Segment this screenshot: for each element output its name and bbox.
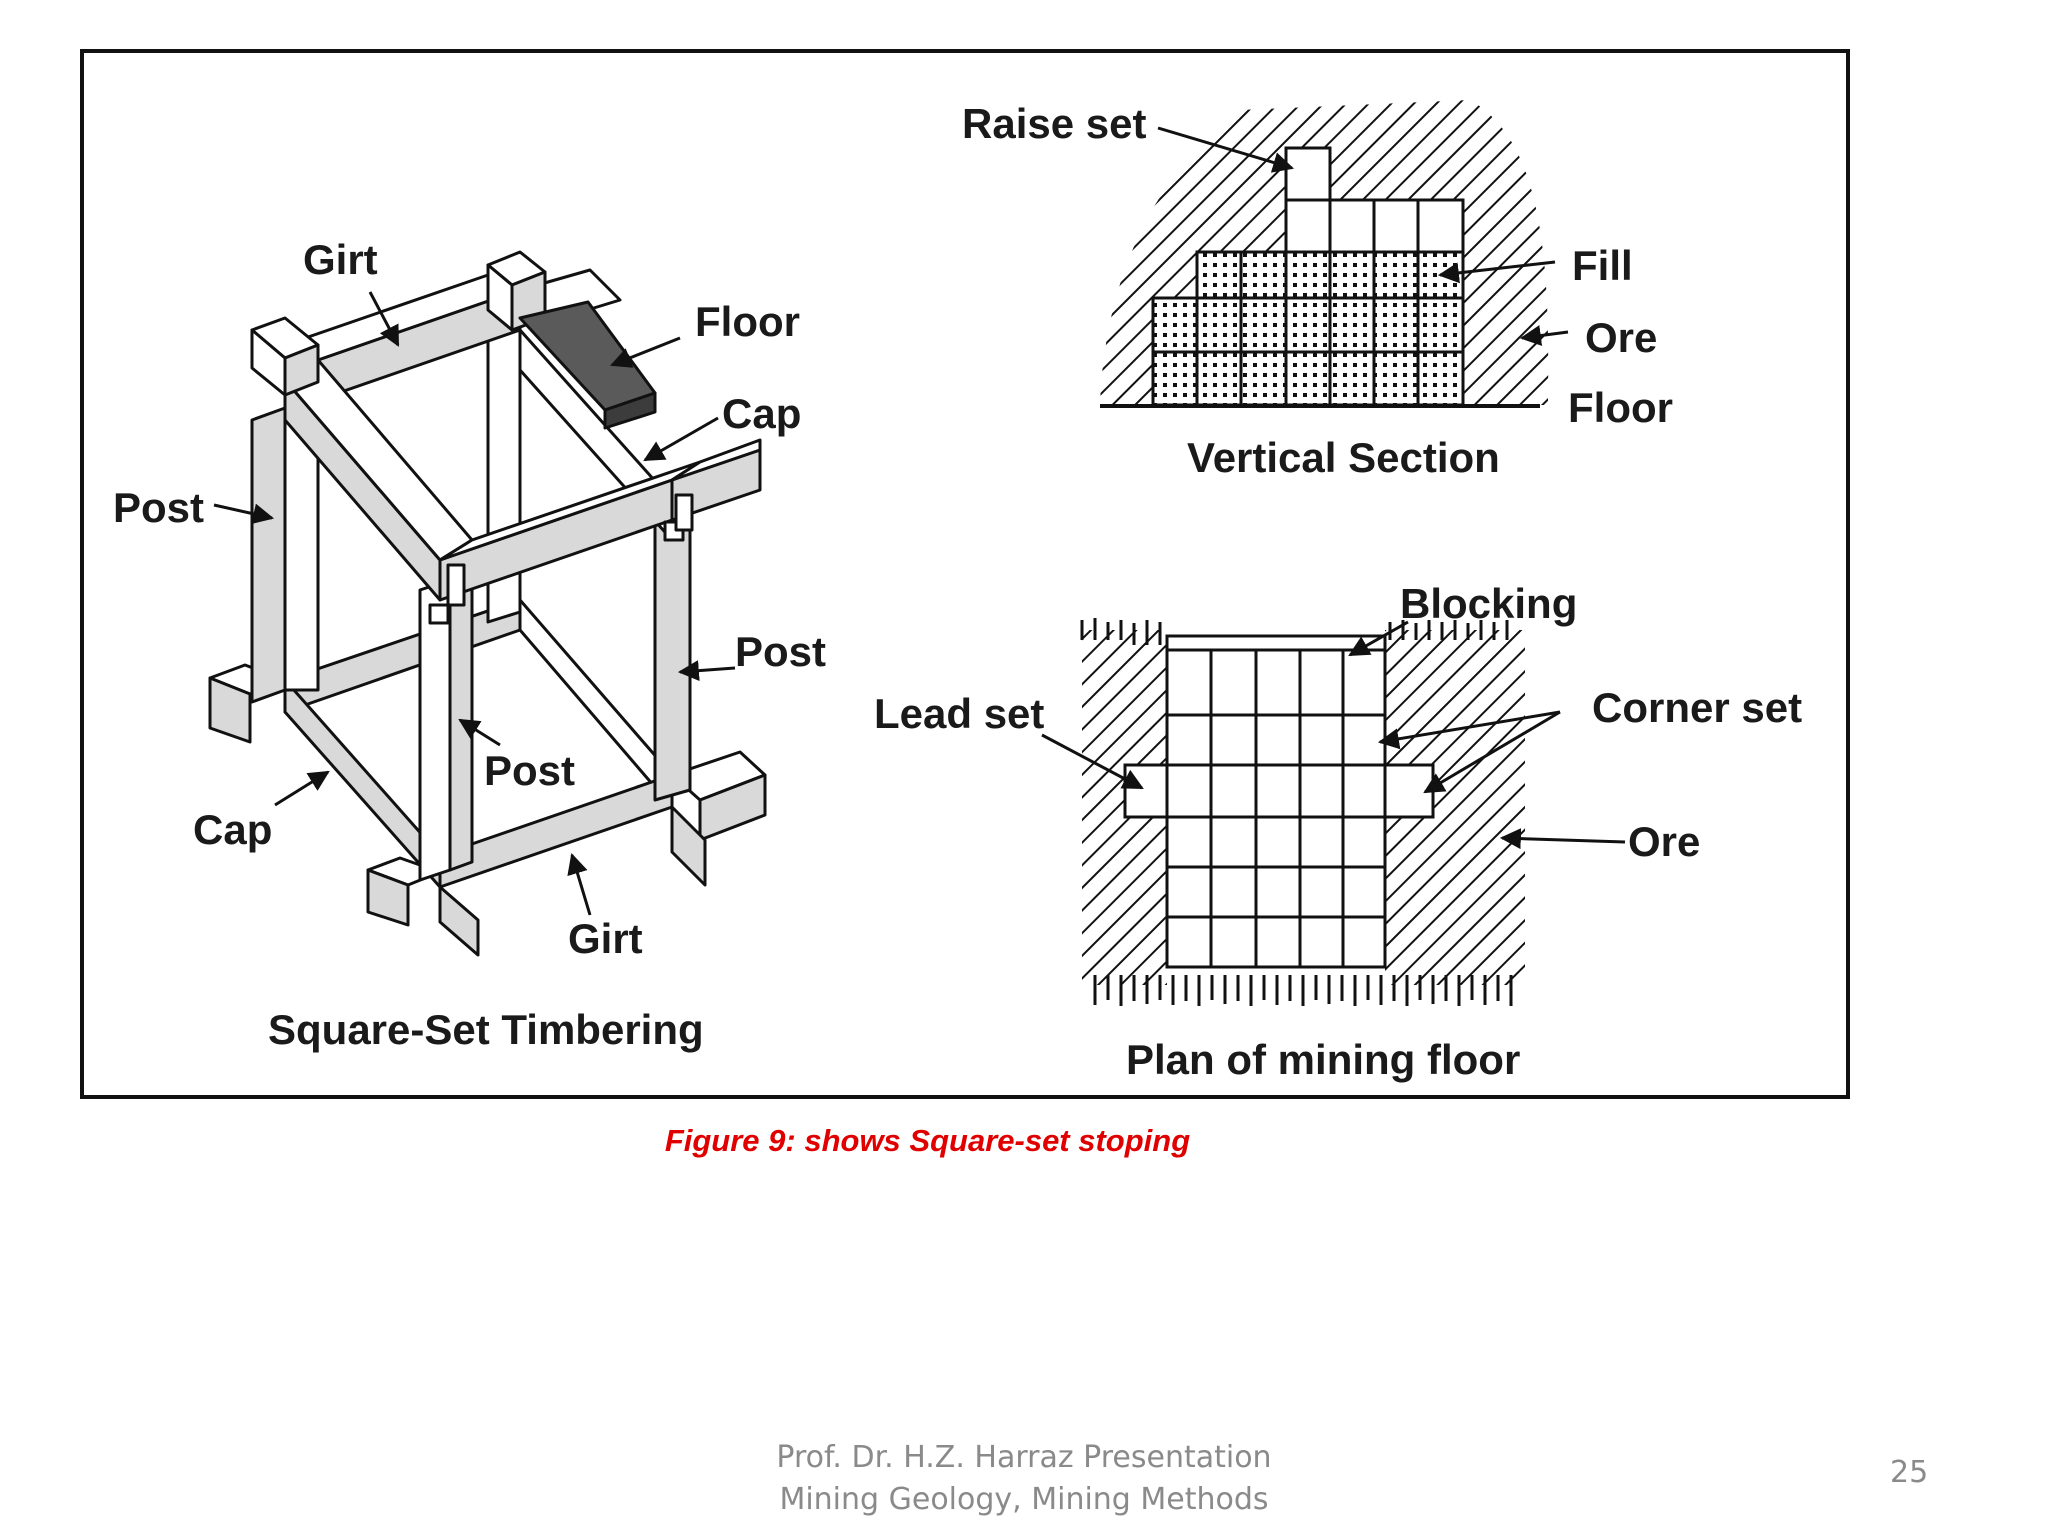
arrow-post-right	[677, 660, 736, 682]
arrow-corner-set-2	[1423, 710, 1561, 794]
post-front-left	[418, 578, 452, 882]
title-square-set-timbering: Square-Set Timbering	[268, 1006, 704, 1053]
label-post-right: Post	[735, 628, 826, 675]
arrow-girt-bottom	[567, 852, 592, 916]
bottom-end-right-face	[698, 773, 767, 842]
label-floor-section: Floor	[1568, 384, 1673, 431]
fill-row-bottom	[1151, 350, 1465, 407]
arrow-post-left	[213, 503, 275, 525]
timbering-diagram	[208, 250, 767, 957]
footer-course: Mining Geology, Mining Methods	[779, 1482, 1269, 1517]
arrow-ore-section	[1519, 325, 1569, 346]
footer-author: Prof. Dr. H.Z. Harraz Presentation	[776, 1440, 1272, 1475]
lead-set	[1123, 763, 1169, 819]
fill-row-middle	[1151, 296, 1465, 354]
plan-ore-bottom-ticks	[1093, 975, 1513, 1006]
fill-grid	[1153, 252, 1463, 405]
label-cap-bottom: Cap	[193, 806, 272, 853]
label-cap-top: Cap	[722, 390, 801, 437]
plan-sets	[1165, 648, 1387, 969]
joint-cleat-front	[446, 563, 466, 607]
label-raise-set: Raise set	[962, 100, 1146, 147]
label-lead-set: Lead set	[874, 690, 1044, 737]
arrow-lead-set	[1041, 733, 1144, 790]
bottom-end-left-face	[208, 676, 252, 744]
slide-footer: Prof. Dr. H.Z. Harraz Presentation Minin…	[0, 1437, 2048, 1521]
arrow-ore-plan	[1499, 828, 1626, 850]
post-head-left-side	[283, 343, 320, 397]
arrow-blocking	[1348, 620, 1409, 657]
label-post-left: Post	[113, 484, 204, 531]
joint-block-front	[428, 603, 450, 625]
bottom-end-front-face	[366, 868, 410, 927]
plan-grid-lines	[1167, 650, 1385, 967]
vertical-section-diagram	[1100, 100, 1569, 408]
top-beam-extension-top	[670, 438, 762, 482]
arrow-post-center	[458, 718, 501, 747]
arrow-fill	[1437, 260, 1556, 284]
label-ore-section: Ore	[1585, 314, 1657, 361]
title-vertical-section: Vertical Section	[1187, 434, 1500, 481]
label-corner-set: Corner set	[1592, 684, 1802, 731]
open-sets-grid	[1328, 200, 1420, 252]
post-back-left	[250, 406, 287, 704]
label-blocking: Blocking	[1400, 580, 1577, 627]
arrow-raise-set	[1157, 126, 1295, 173]
label-ore-plan: Ore	[1628, 818, 1700, 865]
arrow-cap-bottom	[274, 770, 330, 807]
joint-cleat-right	[674, 493, 694, 532]
arrow-cap-top	[643, 416, 719, 462]
floor-plank-side	[603, 391, 657, 430]
label-girt-top: Girt	[303, 236, 378, 283]
label-floor: Floor	[695, 298, 800, 345]
arrow-floor	[610, 336, 681, 368]
page-number: 25	[1890, 1455, 1929, 1490]
label-fill: Fill	[1572, 242, 1633, 289]
bottom-end-front-right	[670, 805, 707, 887]
raise-set	[1284, 146, 1332, 202]
plan-blocking	[1165, 634, 1387, 652]
title-plan-of-mining-floor: Plan of mining floor	[1126, 1036, 1520, 1083]
timbering-arrows	[213, 291, 736, 916]
label-post-center: Post	[484, 747, 575, 794]
label-girt-bottom: Girt	[568, 915, 643, 962]
plan-diagram	[1041, 618, 1626, 1006]
post-front-right	[653, 508, 692, 802]
arrow-girt-top	[368, 291, 400, 347]
figure-frame	[80, 49, 1850, 1099]
figure-caption: Figure 9: shows Square-set stoping	[664, 1123, 1191, 1158]
bottom-end-down	[438, 885, 480, 957]
arrow-corner-set-1	[1377, 710, 1561, 750]
